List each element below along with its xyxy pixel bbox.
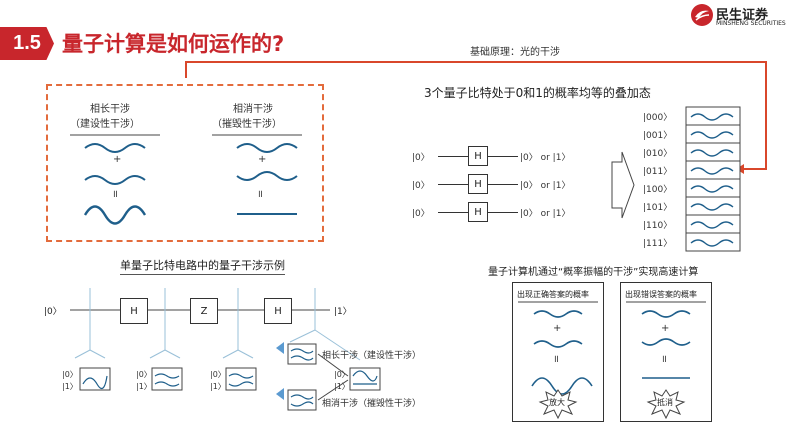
basis-label: |010〉 [643,149,673,159]
speedup-waves [518,301,706,420]
h-row-2: |0〉 H |0〉 or |1〉 [412,174,612,194]
destructive-sub: （摧毁性干涉） [212,119,282,130]
h-row-3: |0〉 H |0〉 or |1〉 [412,202,612,222]
circuit-constructive-label: 相长干涉（建设性干涉） [322,351,422,361]
ket0-label: |0〉 [210,370,226,379]
brand-name: 民生证券 [716,8,769,23]
superposition-title: 3个量子比特处于0和1的概率均等的叠加态 [424,86,651,100]
amplify-label: 放大 [549,398,565,407]
speedup-equals-correct: ॥ [553,354,559,365]
circuit-destructive-label: 相消干涉（摧毁性干涉） [322,399,422,409]
constructive-plus: + [113,154,122,165]
ket1-label: |1〉 [136,382,152,391]
speedup-plus-correct: + [553,323,562,334]
circuit-gate-z: Z [190,298,218,324]
ket0-label: |0〉 [334,370,350,379]
speedup-equals-wrong: ॥ [661,354,667,365]
destructive-title: 相消干涉 [233,104,273,115]
circuit-gate-h2: H [264,298,292,324]
correct-answer-label: 出现正确答案的概率 [517,290,589,299]
basis-label: |111〉 [643,239,673,249]
ket1-label: |1〉 [62,382,78,391]
destructive-plus: + [258,154,267,165]
circuit-title: 单量子比特电路中的量子干涉示例 [120,257,285,275]
page-title: 量子计算是如何运作的? [62,32,285,56]
hadamard-gate: H [468,202,488,222]
right-arrow-icon [611,151,635,219]
constructive-sub: （建设性干涉） [70,119,140,130]
output-state: |0〉 or |1〉 [520,153,571,163]
hadamard-gate: H [468,174,488,194]
basis-state-list: |000〉 |001〉 |010〉 |011〉 |100〉 |101〉 |110… [643,106,743,256]
interference-waves [70,134,302,225]
basis-label: |000〉 [643,113,673,123]
h-row-1: |0〉 H |0〉 or |1〉 [412,146,612,166]
input-ket: |0〉 [412,209,430,219]
basis-label: |110〉 [643,221,673,231]
input-ket: |0〉 [412,153,430,163]
output-state: |0〉 or |1〉 [520,181,571,191]
principle-label: 基础原理：光的干涉 [470,47,560,58]
hadamard-gate: H [468,146,488,166]
ket0-label: |0〉 [136,370,152,379]
constructive-title: 相长干涉 [90,104,130,115]
input-ket: |0〉 [412,181,430,191]
section-number-badge: 1.5 [0,27,54,60]
basis-label: |011〉 [643,167,673,177]
basis-wave-stack [685,106,741,252]
wrong-answer-label: 出现错误答案的概率 [625,290,697,299]
ket0-label: |0〉 [62,370,78,379]
interference-panel [46,84,324,242]
destructive-equals: ॥ [257,189,263,200]
ket1-label: |1〉 [334,382,350,391]
circuit-input: |0〉 [44,307,62,317]
speedup-title: 量子计算机通过“概率振幅的干涉”实现高速计算 [488,267,699,278]
speedup-plus-wrong: + [661,323,670,334]
basis-label: |101〉 [643,203,673,213]
output-state: |0〉 or |1〉 [520,209,571,219]
ket1-label: |1〉 [210,382,226,391]
basis-label: |100〉 [643,185,673,195]
brand-sub: MINSHENG SECURITIES [716,20,786,27]
brand-logo-icon [690,3,714,27]
circuit-output: |1〉 [334,307,352,317]
circuit-gate-h1: H [120,298,148,324]
basis-label: |001〉 [643,131,673,141]
cancel-label: 抵消 [657,398,673,407]
constructive-equals: ॥ [112,189,118,200]
